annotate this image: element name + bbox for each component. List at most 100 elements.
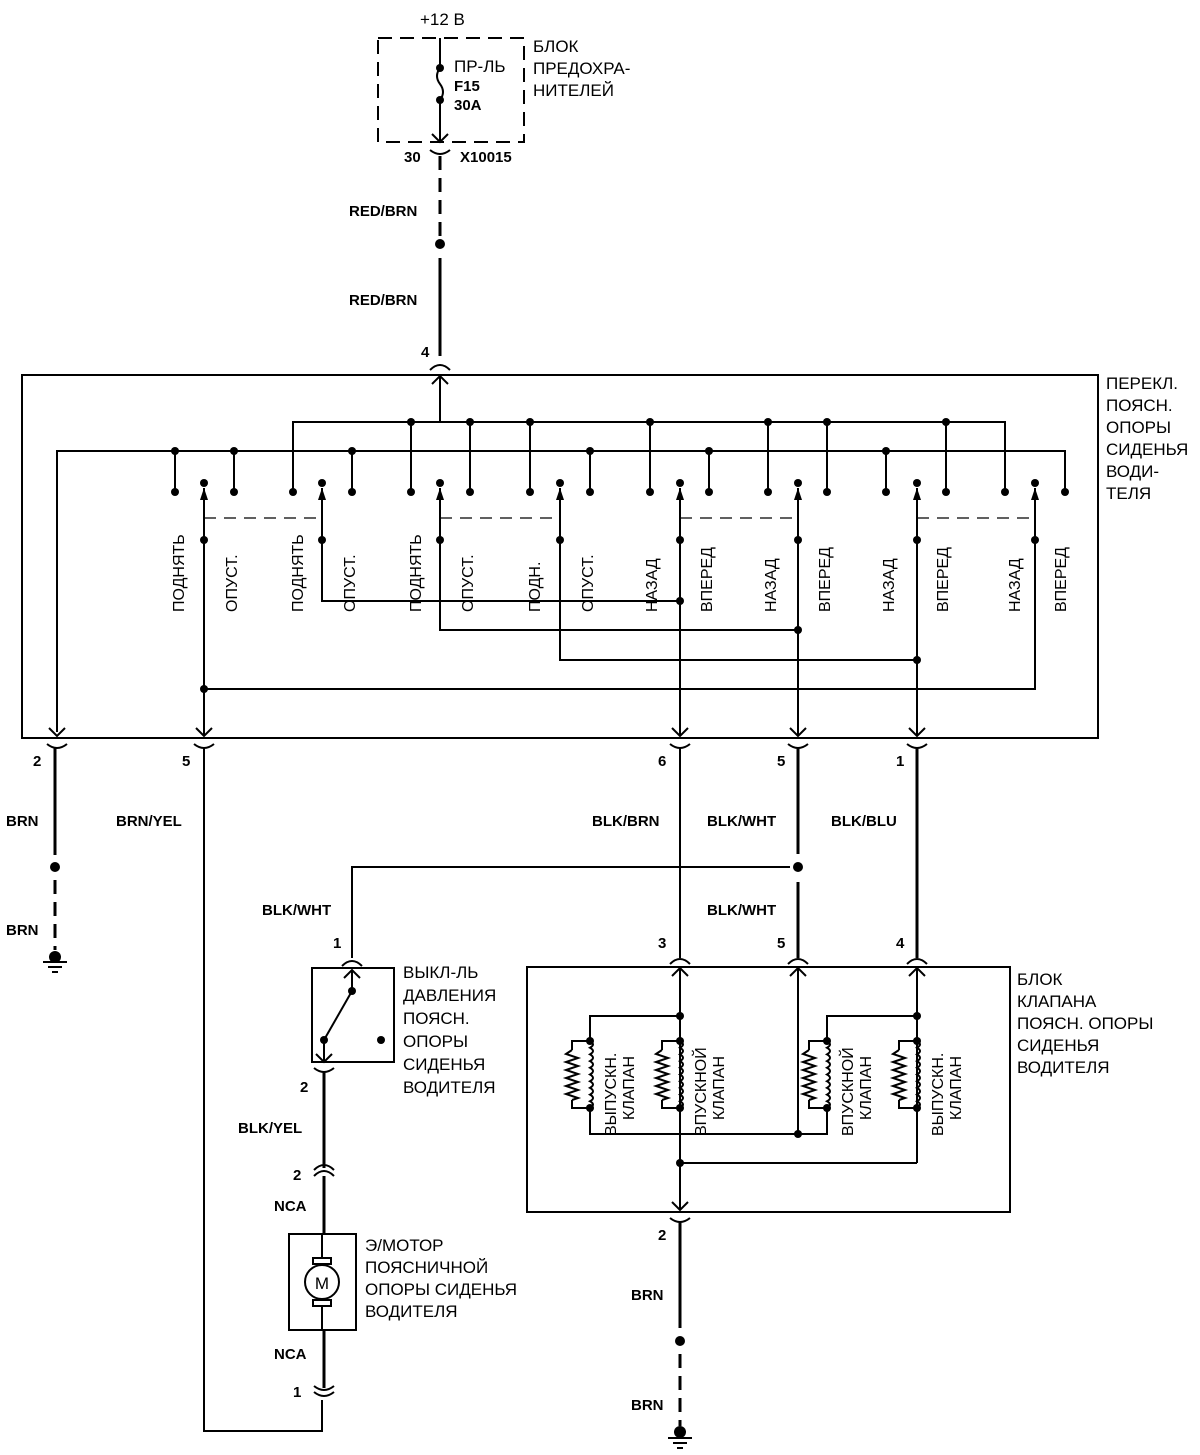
- wire-label-red-brn-1: RED/BRN: [349, 203, 417, 220]
- coil-icon: [677, 1040, 684, 1109]
- pressure-switch: 1 2 ВЫКЛ-ЛЬ ДАВЛЕНИЯ ПОЯСН. ОПОРЫ СИДЕНЬ…: [300, 935, 496, 1097]
- fixed-contact: [586, 488, 594, 496]
- motor-connector-pin-1: 1: [293, 1384, 301, 1401]
- switch-section-8: [1001, 479, 1069, 544]
- switch-position-label: ВПЕРЕД: [699, 547, 716, 612]
- wire-label-valve-brn-2: BRN: [631, 1397, 664, 1414]
- valve-coil-4: ВЫПУСКН.КЛАПАН: [889, 1037, 965, 1136]
- switch-section-2: [289, 447, 356, 544]
- lumbar-motor: M Э/МОТОР ПОЯСНИЧНОЙ ОПОРЫ СИДЕНЬЯ ВОДИТ…: [288, 1233, 517, 1331]
- fixed-contact: [230, 488, 238, 496]
- switch-section-1: [171, 447, 238, 544]
- switch-pin-1: 1: [896, 753, 904, 770]
- valve-pin-5: 5: [777, 935, 785, 952]
- connector-icon: [669, 743, 691, 749]
- valve-block-label-5: ВОДИТЕЛЯ: [1017, 1058, 1110, 1077]
- fixed-contact: [289, 488, 297, 496]
- wire-label-brn-2: BRN: [6, 922, 39, 939]
- switch-outline: [21, 374, 1099, 739]
- fuse-name: ПР-ЛЬ: [454, 57, 506, 76]
- switch-label-2: ПОЯСН.: [1106, 396, 1173, 415]
- valve-label: КЛАПАН: [621, 1056, 638, 1120]
- switch-position-label: ОПУСТ.: [342, 554, 359, 612]
- wire-label-nca-1: NCA: [274, 1198, 307, 1215]
- switch-position-label: ПОДНЯТЬ: [408, 534, 425, 612]
- fixed-contact: [764, 488, 772, 496]
- switch-position-label: ПОДН.: [527, 562, 544, 612]
- valve-block-label-2: КЛАПАНА: [1017, 992, 1097, 1011]
- wire-label-brn-1: BRN: [6, 813, 39, 830]
- common-contact: [556, 479, 564, 487]
- common-contact: [1031, 479, 1039, 487]
- switch-position-label: НАЗАД: [644, 558, 661, 612]
- motor-symbol: M: [315, 1274, 329, 1293]
- fixed-contact: [348, 488, 356, 496]
- resistor-icon: [799, 1049, 819, 1101]
- wire-label-blk-wht-3: BLK/WHT: [262, 902, 331, 919]
- switch-lever-icon: [323, 990, 353, 1041]
- connector-icon: [787, 743, 809, 749]
- valve-label: ВПУСКНОЙ: [838, 1047, 857, 1136]
- coil-icon: [914, 1040, 921, 1109]
- wire-blk-wht-to-pressure-switch: [351, 866, 790, 958]
- common-contact: [200, 479, 208, 487]
- pressure-switch-label-6: ВОДИТЕЛЯ: [403, 1078, 496, 1097]
- ground-icon: [668, 1426, 692, 1449]
- pressure-switch-label-2: ДАВЛЕНИЯ: [403, 986, 496, 1005]
- switch-section-3: [407, 418, 474, 544]
- valve-block-label-1: БЛОК: [1017, 970, 1063, 989]
- motor-label-4: ВОДИТЕЛЯ: [365, 1302, 458, 1321]
- fixed-contact: [407, 488, 415, 496]
- switch-pin-2: 2: [33, 753, 41, 770]
- resistor-icon: [652, 1049, 672, 1101]
- fixed-contact: [882, 488, 890, 496]
- connector-icon: [906, 743, 928, 749]
- switch-position-label: НАЗАД: [763, 558, 780, 612]
- wire-label-brn-yel: BRN/YEL: [116, 813, 182, 830]
- fuse-block: +12 В ПР-ЛЬ F15 30A БЛОК ПРЕДОХРА- НИТЕЛ…: [377, 10, 630, 144]
- valve-pin-2: 2: [658, 1227, 666, 1244]
- motor-label-2: ПОЯСНИЧНОЙ: [365, 1258, 488, 1277]
- switch-position-label: ПОДНЯТЬ: [171, 534, 188, 612]
- fixed-contact: [1001, 488, 1009, 496]
- splice-point: [435, 239, 445, 249]
- resistor-icon: [889, 1049, 909, 1101]
- switch-pin-5b: 5: [777, 753, 785, 770]
- pressure-switch-label-1: ВЫКЛ-ЛЬ: [403, 963, 478, 982]
- fixed-contact: [942, 488, 950, 496]
- switch-label-1: ПЕРЕКЛ.: [1106, 374, 1178, 393]
- wire-label-nca-2: NCA: [274, 1346, 307, 1363]
- switch-label-6: ТЕЛЯ: [1106, 484, 1151, 503]
- fixed-contact: [823, 488, 831, 496]
- switch-section-7: [882, 418, 950, 544]
- ground-icon: [43, 951, 67, 973]
- fuse-block-outline: [377, 37, 525, 143]
- fixed-contact: [1061, 488, 1069, 496]
- valve-coil-1: ВЫПУСКН.КЛАПАН: [562, 1037, 638, 1136]
- connector-id: X10015: [460, 149, 512, 166]
- wire-label-blk-yel: BLK/YEL: [238, 1120, 302, 1137]
- wire-label-red-brn-2: RED/BRN: [349, 292, 417, 309]
- voltage-label: +12 В: [420, 10, 465, 29]
- fuse-block-label-1: БЛОК: [533, 37, 579, 56]
- coil-icon: [587, 1040, 594, 1109]
- pressure-switch-outline: [311, 967, 395, 1063]
- common-contact: [318, 479, 326, 487]
- switch-position-label: НАЗАД: [881, 558, 898, 612]
- wire-label-blk-wht-2: BLK/WHT: [707, 902, 776, 919]
- valve-pin-3: 3: [658, 935, 666, 952]
- wire-label-blk-blu: BLK/BLU: [831, 813, 897, 830]
- pressure-switch-label-5: СИДЕНЬЯ: [403, 1055, 485, 1074]
- bus-b: [56, 450, 1066, 732]
- fixed-contact: [171, 488, 179, 496]
- switch-position-label: НАЗАД: [1007, 558, 1024, 612]
- common-contact: [676, 479, 684, 487]
- switch-position-label: ОПУСТ.: [580, 554, 597, 612]
- coil-icon: [824, 1040, 831, 1109]
- wire-label-blk-brn: BLK/BRN: [592, 813, 660, 830]
- valve-block-label-3: ПОЯСН. ОПОРЫ: [1017, 1014, 1153, 1033]
